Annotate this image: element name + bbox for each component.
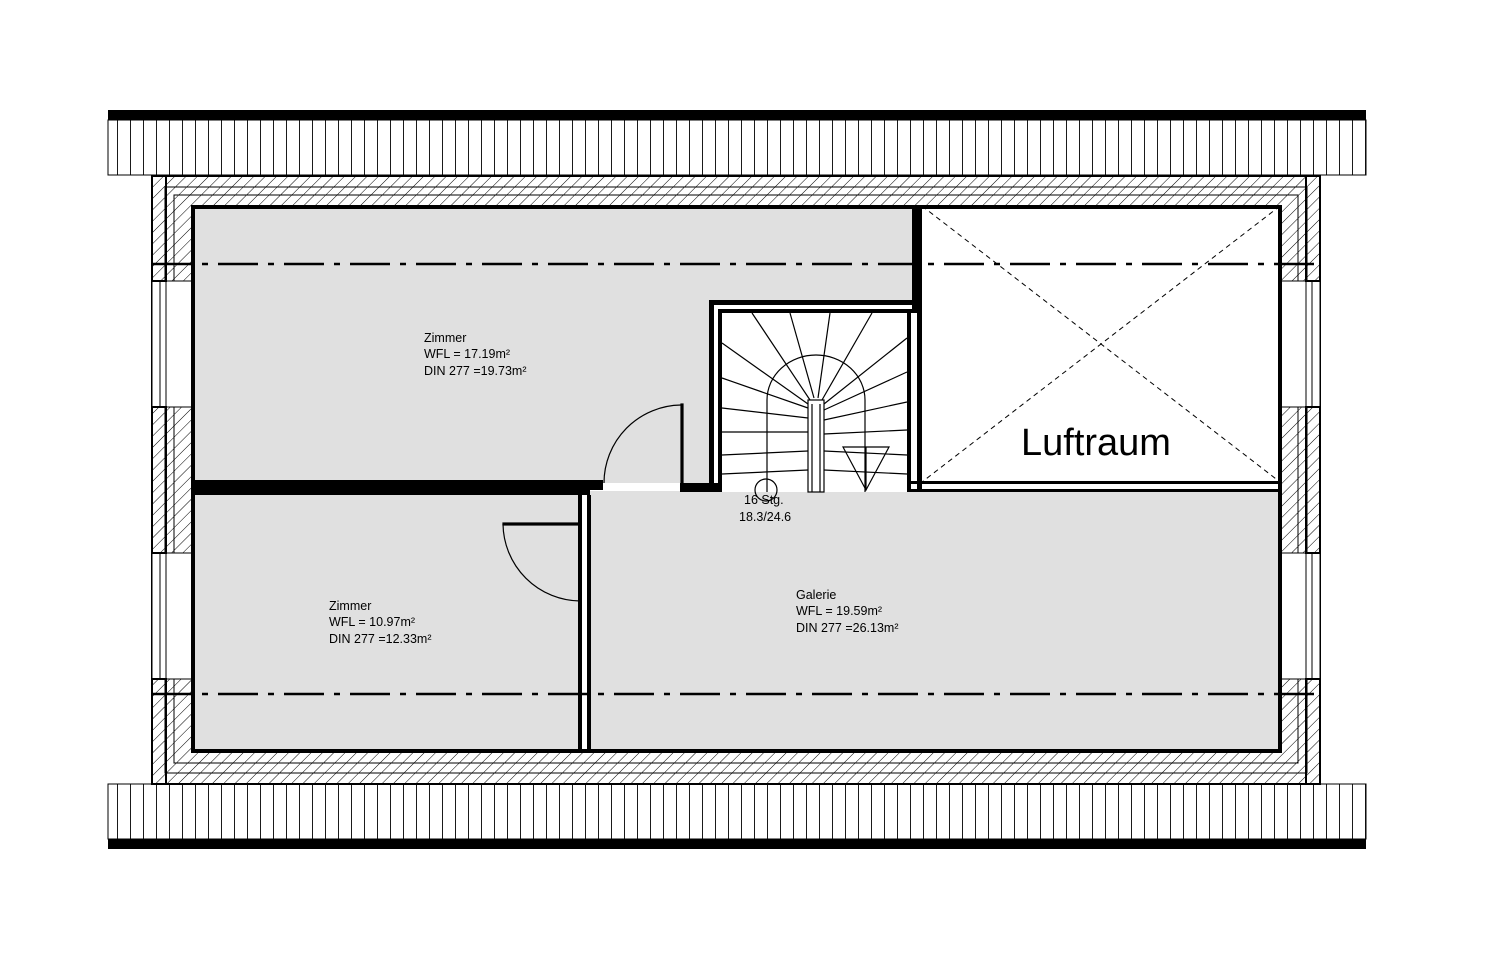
roof-eave-bottom: [107, 783, 1367, 849]
room-name: Zimmer: [424, 331, 466, 345]
room-zimmer-1: [193, 206, 912, 483]
stair-ratio-label: 18.3/24.6: [739, 510, 791, 524]
room-din: DIN 277 =19.73m²: [424, 364, 526, 378]
window-glazing: [159, 281, 1313, 679]
door-zimmer-1: [603, 403, 684, 485]
room-wfl: WFL = 19.59m²: [796, 604, 882, 618]
room-din: DIN 277 =26.13m²: [796, 621, 898, 635]
room-wfl: WFL = 17.19m²: [424, 347, 510, 361]
room-fills: [193, 206, 1280, 752]
room-label-zimmer-2: Zimmer WFL = 10.97m² DIN 277 =12.33m²: [329, 599, 431, 646]
door-zimmer-2: [502, 522, 581, 602]
room-name: Zimmer: [329, 599, 371, 613]
room-label-zimmer-1: Zimmer WFL = 17.19m² DIN 277 =19.73m²: [424, 331, 526, 378]
room-zimmer-2: [193, 495, 579, 752]
interior-walls: [191, 205, 1282, 753]
pillar-marks: [151, 175, 1321, 785]
void-label: Luftraum: [1021, 422, 1171, 464]
room-din: DIN 277 =12.33m²: [329, 632, 431, 646]
roof-eave-top: [107, 110, 1367, 176]
room-label-galerie: Galerie WFL = 19.59m² DIN 277 =26.13m²: [796, 588, 898, 635]
roof-slope-lines: [152, 262, 1320, 696]
room-name: Galerie: [796, 588, 836, 602]
void-cross: [921, 205, 1281, 483]
stair-steps-label: 16 Stg.: [744, 493, 784, 507]
stair: [721, 312, 908, 502]
room-galerie: [590, 491, 1280, 752]
room-wfl: WFL = 10.97m²: [329, 615, 415, 629]
